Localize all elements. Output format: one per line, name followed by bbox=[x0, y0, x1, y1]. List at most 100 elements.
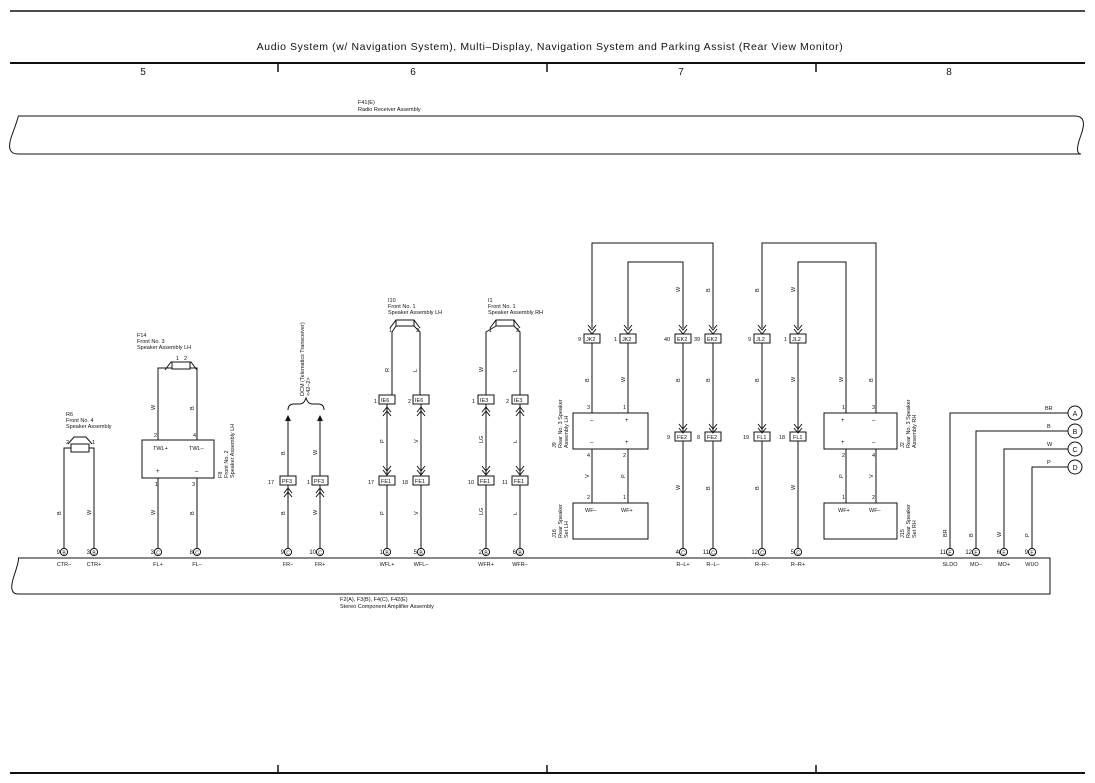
speaker-cone-icon bbox=[67, 436, 93, 445]
link-a[interactable]: A bbox=[1067, 405, 1083, 421]
wire-color: B bbox=[1047, 424, 1051, 430]
wire-color: P bbox=[839, 474, 845, 478]
wire-color: V bbox=[414, 439, 420, 443]
connector-chevron-icon bbox=[416, 406, 426, 417]
polarity: – bbox=[872, 440, 876, 446]
link-ref: C bbox=[1072, 447, 1077, 454]
pin-number: 2 bbox=[416, 328, 419, 334]
radio-receiver-assembly bbox=[9, 115, 1084, 155]
connector-code: JL2 bbox=[792, 337, 801, 343]
speaker-box bbox=[141, 439, 215, 479]
terminal-connector-circle bbox=[416, 547, 426, 557]
component-label: <42–2> bbox=[306, 377, 312, 396]
component-label: Front No. 1 bbox=[488, 304, 516, 310]
pin-number: 2 bbox=[842, 453, 845, 459]
link-b[interactable]: B bbox=[1067, 423, 1083, 439]
connector-code: FL1 bbox=[793, 435, 802, 441]
terminal-pin-number: 1 bbox=[380, 550, 384, 556]
link-circle bbox=[1067, 459, 1083, 475]
terminal-pin-number: 12 bbox=[965, 550, 972, 556]
terminal-connector-letter: B bbox=[484, 550, 488, 556]
wire-color: W bbox=[313, 449, 319, 455]
pin-number: 1 bbox=[472, 399, 475, 405]
wire-color: BR bbox=[943, 529, 949, 537]
j2-speaker: 1 3 + – + – 2 4 J2 Rear No. 3 Speaker As… bbox=[823, 399, 918, 459]
terminal-label: R–L– bbox=[706, 562, 720, 568]
terminal-connector-circle bbox=[1027, 547, 1037, 557]
pin-number: 2 bbox=[587, 495, 590, 501]
wire bbox=[63, 447, 71, 549]
terminal-connector-letter: B bbox=[92, 550, 96, 556]
terminal-pin-number: 5 bbox=[791, 550, 795, 556]
wire bbox=[413, 325, 421, 395]
page-title: Audio System (w/ Navigation System), Mul… bbox=[257, 41, 844, 53]
wire-color: B bbox=[755, 486, 761, 490]
terminal-label: SLDO bbox=[943, 562, 959, 568]
pin-number: 17 bbox=[268, 480, 274, 486]
component-label: Front No. 3 bbox=[137, 339, 165, 345]
terminal-connector-circle bbox=[757, 547, 767, 557]
wire bbox=[89, 447, 95, 549]
wire-color: B bbox=[755, 288, 761, 292]
connector-ie6: 1 IE6 2 IE6 bbox=[374, 394, 430, 405]
wire bbox=[591, 242, 714, 328]
j9-speaker: 3 1 – + – + 4 2 J9 Rear No. 3 Speaker As… bbox=[552, 399, 649, 459]
pin-number: 2 bbox=[623, 453, 626, 459]
connector-code: IE3 bbox=[514, 398, 522, 404]
pin-number: 3 bbox=[872, 405, 875, 411]
connector-chevron-icon bbox=[793, 423, 803, 434]
wire-color: B bbox=[869, 378, 875, 382]
bottom-assembly-code: F2(A), F3(B), F4(C), F42(E) bbox=[340, 597, 408, 603]
wire bbox=[391, 325, 397, 395]
terminal-label: WF– bbox=[585, 508, 598, 514]
connector-code: FE2 bbox=[707, 435, 717, 441]
dcm-transceiver: DCM (Telematics Transceiver) <42–2> bbox=[287, 322, 325, 411]
terminal-label: WF+ bbox=[621, 508, 633, 514]
terminal-connector-letter: C bbox=[796, 550, 800, 556]
polarity: – bbox=[590, 440, 594, 446]
component-code: R6 bbox=[66, 412, 73, 418]
speaker-icon bbox=[495, 319, 515, 327]
connector-chevron-icon bbox=[283, 487, 293, 498]
pin-number: 18 bbox=[402, 480, 408, 486]
pin-number: 18 bbox=[779, 435, 785, 441]
speaker-icon bbox=[395, 319, 415, 327]
terminal-connector-circle bbox=[382, 547, 392, 557]
terminal-pin-number: 3 bbox=[151, 550, 155, 556]
link-circle bbox=[1067, 441, 1083, 457]
brace bbox=[287, 396, 325, 411]
top-assembly-code: F41(E) bbox=[358, 100, 375, 106]
connector-chevron-icon bbox=[481, 465, 491, 476]
pin-number: 1 bbox=[155, 482, 158, 488]
f14-speaker: F14 Front No. 3 Speaker Assembly LH 1 2 bbox=[137, 333, 198, 371]
link-c[interactable]: C bbox=[1067, 441, 1083, 457]
link-ref: B bbox=[1073, 429, 1078, 436]
pin-number: 3 bbox=[192, 482, 195, 488]
terminal-label: WFL– bbox=[414, 562, 430, 568]
terminal-pin-number: 6 bbox=[513, 550, 517, 556]
pin-number: 2 bbox=[154, 433, 157, 439]
wire-color: P bbox=[1047, 460, 1051, 466]
wire bbox=[949, 412, 1068, 549]
terminal-pin-number: 9 bbox=[1025, 550, 1029, 556]
component-label: Front No. 4 bbox=[66, 418, 94, 424]
terminal-label: CTR+ bbox=[87, 562, 102, 568]
terminal-label: MO– bbox=[970, 562, 983, 568]
terminal-pin-number: 5 bbox=[414, 550, 418, 556]
wire-color: LG bbox=[479, 508, 485, 515]
link-d[interactable]: D bbox=[1067, 459, 1083, 475]
wire-color: P bbox=[380, 511, 386, 515]
terminal-connector-letter: C bbox=[681, 550, 685, 556]
terminal-connector-letter: C bbox=[156, 550, 160, 556]
connector-code: EK2 bbox=[677, 337, 687, 343]
wire bbox=[513, 325, 521, 395]
wire-color: B bbox=[706, 378, 712, 382]
connector-code: FE1 bbox=[381, 479, 391, 485]
terminal-connector-circle bbox=[515, 547, 525, 557]
polarity: + bbox=[625, 440, 629, 446]
pin-number: 1 bbox=[374, 399, 377, 405]
